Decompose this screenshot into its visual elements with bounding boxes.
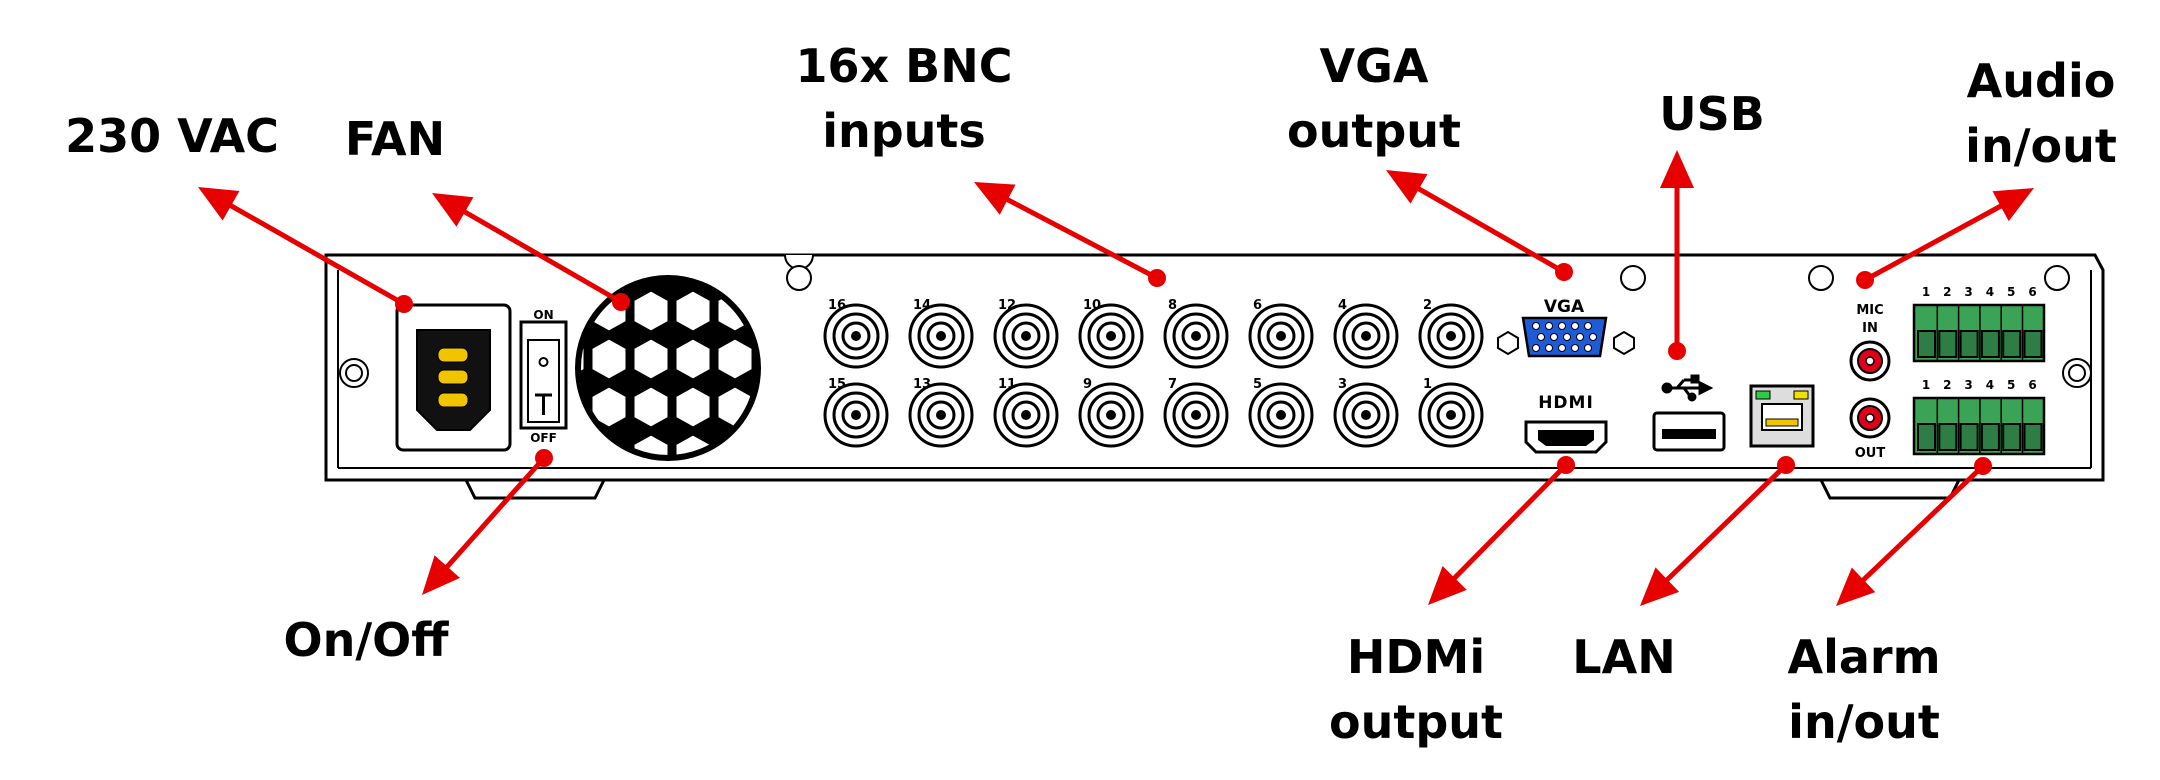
bnc-channel-label: 14 bbox=[913, 298, 931, 313]
callout-vga-line2: output bbox=[1287, 104, 1461, 158]
bnc-channel-label: 1 bbox=[1423, 377, 1432, 392]
callout-audio-line1: Audio bbox=[1967, 54, 2116, 108]
switch-off-label: OFF bbox=[530, 431, 557, 445]
alarm-pin-label: 4 bbox=[1986, 378, 1994, 392]
bnc-inputs: 16 14 12 10 8 6 4 2 15 13 11 9 7 5 3 1 bbox=[823, 298, 1484, 448]
bnc-connector[interactable] bbox=[1248, 303, 1314, 369]
alarm-pin-label: 5 bbox=[2007, 378, 2015, 392]
bnc-connector[interactable] bbox=[993, 303, 1059, 369]
bnc-channel-label: 11 bbox=[998, 377, 1016, 392]
bnc-channel-label: 15 bbox=[828, 377, 846, 392]
alarm-pin-label: 3 bbox=[1964, 285, 1972, 299]
usb-icon bbox=[1661, 374, 1714, 402]
callout-bnc-line2: inputs bbox=[822, 104, 986, 158]
lan-port[interactable] bbox=[1749, 384, 1815, 448]
power-switch[interactable]: ON OFF bbox=[519, 308, 568, 445]
arrow-hdmi bbox=[1428, 456, 1575, 605]
vga-pins bbox=[1532, 322, 1597, 352]
vga-panel-label: VGA bbox=[1544, 297, 1585, 317]
callout-bnc-line1: 16x BNC bbox=[795, 39, 1012, 93]
alarm-terminal-block[interactable] bbox=[1912, 303, 2046, 363]
vga-port[interactable]: VGA bbox=[1497, 297, 1635, 358]
bnc-connector[interactable] bbox=[908, 303, 974, 369]
bnc-connector[interactable] bbox=[1078, 303, 1144, 369]
bnc-connector[interactable] bbox=[1163, 303, 1229, 369]
switch-on-label: ON bbox=[533, 308, 553, 322]
bnc-channel-label: 4 bbox=[1338, 298, 1347, 313]
bnc-connector[interactable] bbox=[1418, 382, 1484, 448]
callout-lan: LAN bbox=[1572, 630, 1675, 684]
bnc-connector[interactable] bbox=[908, 382, 974, 448]
mic-in-label: IN bbox=[1862, 321, 1878, 336]
callout-alarm-line2: in/out bbox=[1788, 695, 1940, 749]
bnc-connector[interactable] bbox=[1333, 303, 1399, 369]
alarm-pin-label: 1 bbox=[1922, 378, 1930, 392]
bnc-channel-label: 12 bbox=[998, 298, 1016, 313]
bnc-connector[interactable] bbox=[823, 303, 889, 369]
bnc-connector[interactable] bbox=[1248, 382, 1314, 448]
alarm-pin-label: 6 bbox=[2028, 285, 2036, 299]
callout-hdmi-line2: output bbox=[1329, 695, 1503, 749]
alarm-terminal-block[interactable] bbox=[1912, 396, 2046, 456]
alarm-pin-label: 3 bbox=[1964, 378, 1972, 392]
bnc-connector[interactable] bbox=[1333, 382, 1399, 448]
callout-usb: USB bbox=[1659, 87, 1765, 141]
alarm-pin-label: 6 bbox=[2028, 378, 2036, 392]
arrow-usb bbox=[1660, 150, 1694, 360]
alarm-pin-label: 2 bbox=[1943, 285, 1951, 299]
bnc-channel-label: 2 bbox=[1423, 298, 1432, 313]
arrow-bnc bbox=[974, 182, 1166, 287]
power-inlet bbox=[395, 303, 512, 452]
callout-audio-line2: in/out bbox=[1965, 119, 2117, 173]
arrow-alarm bbox=[1836, 457, 1992, 606]
arrow-audio bbox=[1856, 188, 2034, 289]
usb-port[interactable] bbox=[1652, 374, 1726, 452]
bnc-connector[interactable] bbox=[823, 382, 889, 448]
bnc-channel-label: 9 bbox=[1083, 377, 1092, 392]
arrow-onoff bbox=[422, 449, 553, 595]
bnc-channel-label: 3 bbox=[1338, 377, 1347, 392]
callout-onoff: On/Off bbox=[283, 613, 449, 667]
arrow-230vac bbox=[198, 187, 413, 313]
alarm-pin-label: 2 bbox=[1943, 378, 1951, 392]
bnc-connector[interactable] bbox=[1163, 382, 1229, 448]
bnc-connector[interactable] bbox=[1078, 382, 1144, 448]
alarm-pin-label: 1 bbox=[1922, 285, 1930, 299]
hdmi-port[interactable]: HDMI bbox=[1524, 393, 1608, 454]
bnc-channel-label: 16 bbox=[828, 298, 846, 313]
out-label: OUT bbox=[1855, 446, 1886, 461]
alarm-pin-label: 4 bbox=[1986, 285, 1994, 299]
fan-grille bbox=[575, 275, 761, 461]
bnc-connector[interactable] bbox=[1418, 303, 1484, 369]
arrow-fan bbox=[432, 193, 630, 311]
bnc-channel-label: 6 bbox=[1253, 298, 1262, 313]
alarm-pin-label: 5 bbox=[2007, 285, 2015, 299]
arrow-lan bbox=[1640, 456, 1795, 606]
arrow-vga bbox=[1386, 170, 1573, 281]
audio-ports[interactable]: MIC IN OUT bbox=[1849, 303, 1891, 461]
callout-alarm-line1: Alarm bbox=[1787, 630, 1940, 684]
callout-hdmi-line1: HDMi bbox=[1347, 630, 1485, 684]
bnc-channel-label: 10 bbox=[1083, 298, 1101, 313]
callout-fan: FAN bbox=[345, 112, 445, 166]
bnc-channel-label: 13 bbox=[913, 377, 931, 392]
bnc-connector[interactable] bbox=[993, 382, 1059, 448]
bnc-channel-label: 5 bbox=[1253, 377, 1262, 392]
callout-arrows bbox=[198, 150, 2034, 606]
bnc-channel-label: 8 bbox=[1168, 298, 1177, 313]
callout-230vac: 230 VAC bbox=[65, 109, 279, 163]
hdmi-panel-label: HDMI bbox=[1538, 393, 1594, 413]
callout-vga-line1: VGA bbox=[1320, 39, 1429, 93]
mic-label: MIC bbox=[1856, 303, 1883, 318]
bnc-channel-label: 7 bbox=[1168, 377, 1177, 392]
